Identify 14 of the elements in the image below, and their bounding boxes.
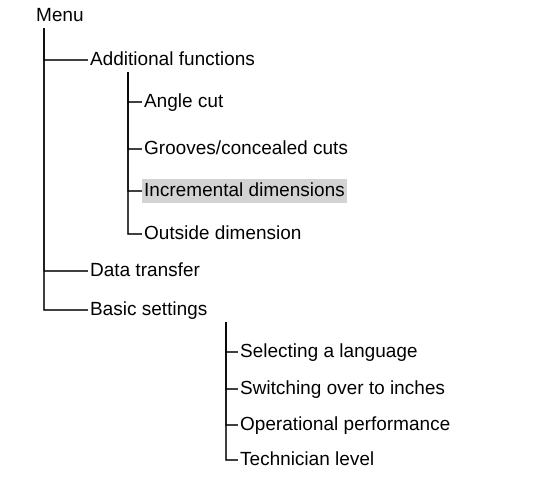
menu-item: Operational performance [238,413,452,437]
tree-connector [225,322,238,461]
menu-item: Outside dimension [142,222,304,246]
menu-item: Angle cut [142,90,226,114]
menu-item: Selecting a language [238,340,420,364]
menu-item: Switching over to inches [238,377,447,401]
menu-item: Data transfer [88,259,202,283]
highlighted-menu-item: Incremental dimensions [142,179,347,203]
menu-item: Menu [34,4,86,28]
menu-item: Basic settings [88,298,210,322]
menu-item: Grooves/concealed cuts [142,137,350,161]
tree-connector [127,72,142,235]
menu-item: Additional functions [88,48,257,72]
menu-item: Technician level [238,448,376,472]
